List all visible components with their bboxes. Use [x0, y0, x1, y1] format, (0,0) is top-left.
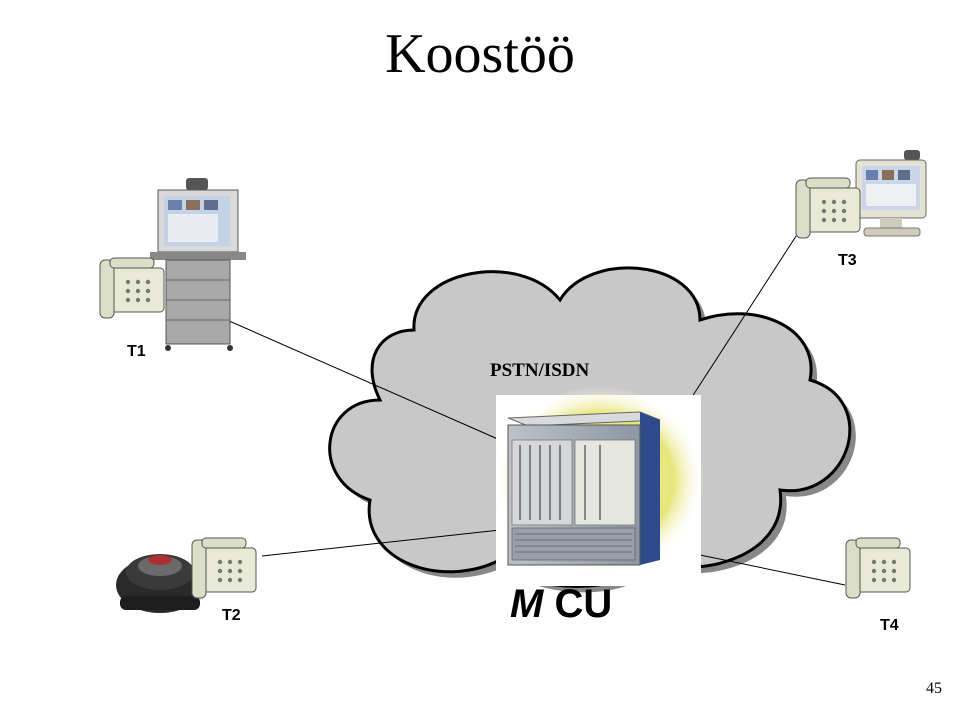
- mcu-label-m: M: [510, 582, 544, 626]
- connection-lines: [169, 229, 846, 586]
- desk-phone-icon: [99, 257, 165, 319]
- desk-phone-icon: [845, 537, 911, 599]
- terminal-label-t1: T1: [127, 343, 146, 360]
- terminal-label-t2: T2: [222, 607, 241, 624]
- link-t4: [699, 554, 846, 586]
- conference-phone-icon: [116, 554, 204, 613]
- mcu-label: M CU: [510, 582, 612, 627]
- link-t2: [261, 529, 501, 557]
- desk-phone-icon: [191, 537, 257, 599]
- desk-phone-icon: [795, 177, 861, 239]
- mcu-chassis-icon: [495, 385, 705, 586]
- mcu-label-cu: CU: [554, 582, 613, 626]
- videoconf-cart-icon: [150, 178, 246, 351]
- terminal-label-t4: T4: [880, 617, 899, 634]
- slide-title: Koostöö: [385, 23, 575, 85]
- link-t3: [689, 229, 801, 401]
- terminal-label-t3: T3: [838, 252, 857, 269]
- slide-number: 45: [926, 680, 942, 697]
- network-label: PSTN/ISDN: [490, 360, 590, 381]
- desktop-videoconf-icon: [855, 150, 927, 237]
